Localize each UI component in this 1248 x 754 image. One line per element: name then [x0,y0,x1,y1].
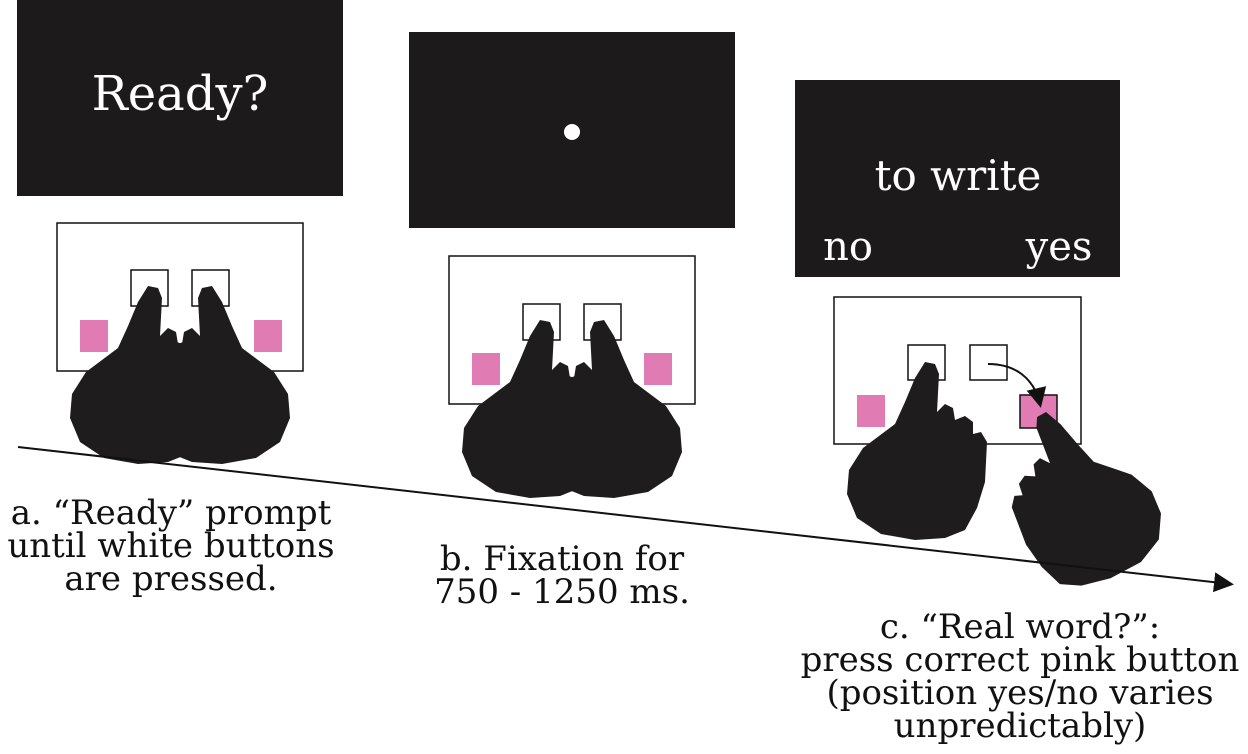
caption-b: b. Fixation for 750 - 1250 ms. [420,539,704,612]
option-no-text: no [823,224,873,270]
pink-button-left-c [857,395,885,427]
white-button-right-c [969,344,1008,381]
caption-c-line: (position yes/no varies [826,673,1214,713]
ready-prompt-text: Ready? [92,66,269,122]
screen-a [17,0,343,196]
option-yes-text: yes [1025,224,1093,270]
screen-c [795,80,1120,277]
fixation-dot-icon [564,124,580,140]
caption-c-line: c. “Real word?”: [879,607,1161,647]
caption-b-line: 750 - 1250 ms. [434,572,690,612]
caption-b-line: b. Fixation for [439,539,685,579]
panel-b [409,32,735,498]
caption-c: c. “Real word?”: press correct pink butt… [792,607,1248,746]
caption-c-line: unpredictably) [893,706,1147,746]
timeline-arrow-icon [17,446,1234,593]
stimulus-word-text: to write [875,151,1042,200]
caption-a-line: until white buttons [7,526,335,566]
caption-a-line: are pressed. [64,559,278,599]
caption-a-line: a. “Ready” prompt [10,493,332,533]
caption-a: a. “Ready” prompt until white buttons ar… [0,493,342,599]
panel-a: Ready? [17,0,343,464]
motion-arrow-icon [987,363,1047,408]
pink-button-right-b [644,353,672,385]
panel-c: to write no yes [795,80,1176,601]
pink-button-right-a [254,320,282,352]
pink-button-left-b [472,353,500,385]
pink-button-left-a [80,320,108,352]
caption-c-line: press correct pink button [800,640,1240,680]
